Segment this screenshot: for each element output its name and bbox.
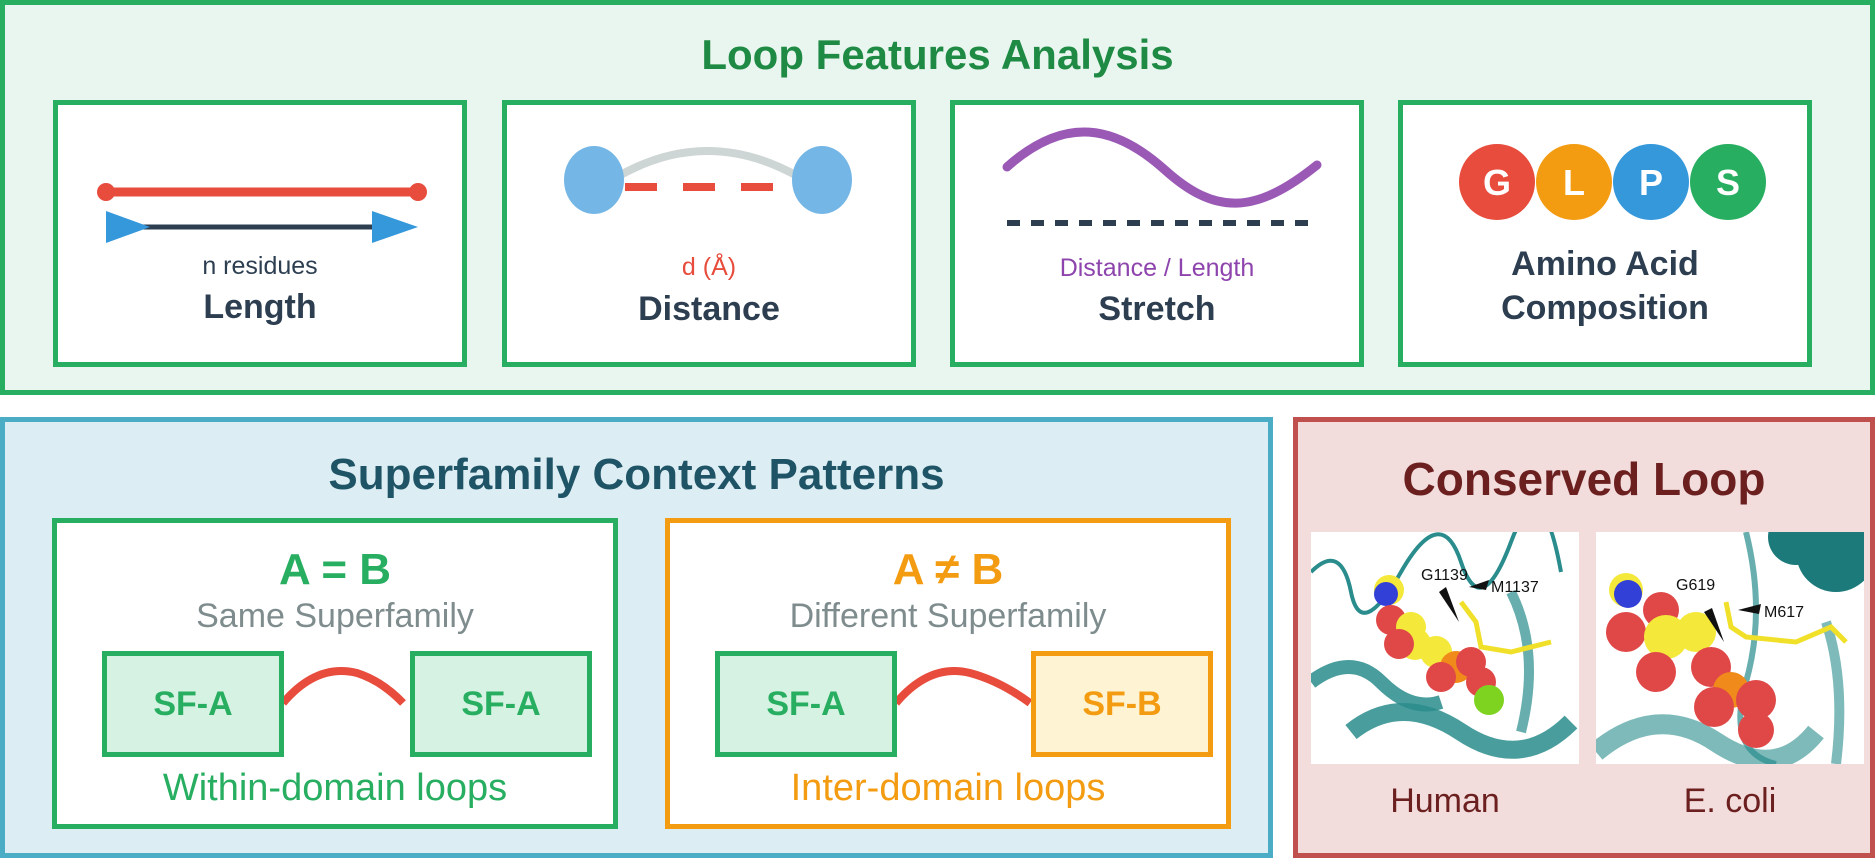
distance-label: Distance [638, 290, 780, 328]
length-card: n residues Length [53, 100, 467, 367]
relation-description: Same Superfamily [196, 597, 474, 635]
length-sublabel: n residues [202, 252, 318, 280]
ecoli-structure-image: G619 M617 [1596, 532, 1864, 764]
superfamily-context-panel: Superfamily Context Patterns A = B Same … [0, 417, 1273, 858]
protein-structure-icon: G1139 M1137 [1311, 532, 1578, 759]
loop-type-label: Within-domain loops [162, 767, 508, 809]
letter-p: P [1639, 162, 1663, 203]
distance-sublabel: d (Å) [681, 253, 737, 281]
letter-l: L [1563, 162, 1585, 203]
length-label: Length [203, 288, 317, 326]
domain-box-right: SF-A [410, 651, 592, 757]
loop-connector-icon [279, 667, 406, 706]
relation-label: A = B [278, 545, 392, 594]
loop-features-panel: Loop Features Analysis n residues Length… [0, 0, 1875, 395]
human-structure-image: G1139 M1137 [1311, 532, 1579, 764]
stretch-label: Stretch [1098, 290, 1216, 328]
panel-title: Loop Features Analysis [701, 31, 1174, 78]
same-superfamily-box: A = B Same Superfamily SF-A SF-A Within-… [52, 518, 618, 829]
letter-g: G [1483, 162, 1511, 203]
endpoint-distance-icon [564, 146, 852, 214]
distance-card: d (Å) Distance [502, 100, 916, 367]
loop-type-label: Inter-domain loops [790, 767, 1106, 809]
conserved-loop-panel: Conserved Loop G1139 M1137 [1293, 417, 1875, 858]
composition-label-line1: Amino Acid [1511, 245, 1699, 283]
domain-box-left: SF-A [715, 651, 897, 757]
stretch-card: Distance / Length Stretch [950, 100, 1364, 367]
wave-stretch-icon [1002, 127, 1322, 226]
residue-label: G1139 [1421, 567, 1468, 584]
amino-acid-letters-icon: G L P S [1459, 144, 1766, 220]
letter-circle-p [1613, 144, 1689, 220]
loop-connector-icon [892, 667, 1033, 707]
letter-circle-l [1536, 144, 1612, 220]
domain-box-left: SF-A [102, 651, 284, 757]
length-bar-icon [97, 183, 427, 243]
letter-circle-g [1459, 144, 1535, 220]
domain-box-right: SF-B [1031, 651, 1213, 757]
composition-label-line2: Composition [1501, 289, 1709, 327]
panel-title: Superfamily Context Patterns [328, 450, 945, 499]
relation-description: Different Superfamily [789, 597, 1107, 635]
panel-title: Conserved Loop [1402, 453, 1766, 505]
letter-circle-s [1690, 144, 1766, 220]
composition-card: G L P S Amino Acid Composition [1398, 100, 1812, 367]
residue-label: G619 [1676, 577, 1715, 594]
letter-s: S [1716, 162, 1740, 203]
protein-structure-icon: G619 M617 [1596, 532, 1864, 764]
stretch-sublabel: Distance / Length [1059, 254, 1255, 282]
different-superfamily-box: A ≠ B Different Superfamily SF-A SF-B In… [665, 518, 1231, 829]
relation-label: A ≠ B [892, 545, 1004, 594]
residue-label: M1137 [1491, 579, 1539, 596]
residue-label: M617 [1764, 604, 1804, 621]
ecoli-caption: E. coli [1683, 782, 1777, 820]
human-caption: Human [1390, 782, 1500, 820]
